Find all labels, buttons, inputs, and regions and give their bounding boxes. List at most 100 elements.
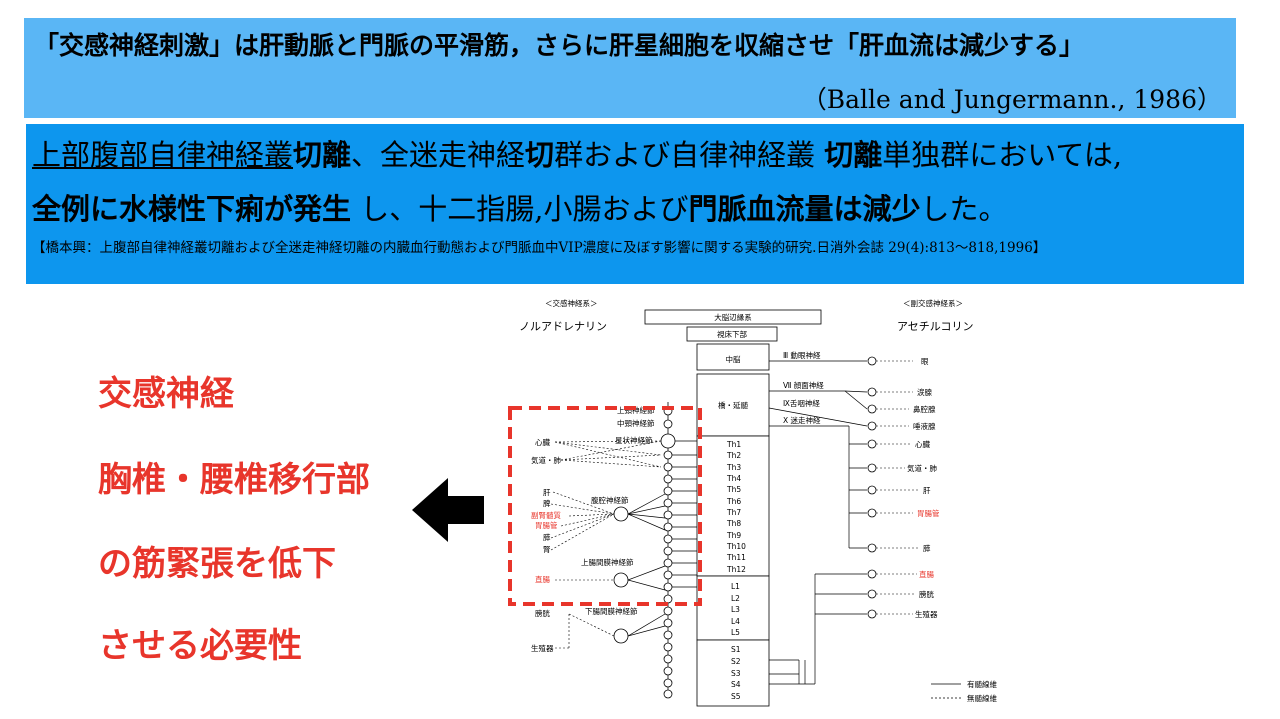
level-label: Th11 bbox=[726, 553, 746, 562]
chain-ganglion bbox=[660, 433, 676, 449]
legend-myelinated: 有髄線維 bbox=[967, 679, 997, 689]
bold-phrase: 切 bbox=[525, 138, 555, 172]
sacral-segment bbox=[696, 639, 770, 707]
para-target: 心臓 bbox=[915, 439, 930, 449]
level-label: S3 bbox=[731, 669, 741, 678]
postganglionic-fibers bbox=[545, 440, 662, 649]
banner2-reference: 【橋本興：上腹部自律神経叢切離および全迷走神経切離の内臓血行動態および門脈血中V… bbox=[32, 240, 1047, 256]
left-text-line-2: 胸椎・腰椎移行部 bbox=[98, 460, 370, 500]
left-text-line-3: の筋緊張を低下 bbox=[98, 544, 336, 584]
sym-target: 気道・肺 bbox=[531, 455, 561, 465]
chain-ganglion bbox=[663, 558, 673, 568]
top-banner-light bbox=[24, 18, 1236, 118]
bold-phrase: 門脈血流量は減少 bbox=[688, 192, 921, 226]
level-label: Th9 bbox=[726, 531, 741, 540]
chain-ganglion bbox=[663, 654, 673, 664]
para-target: 唾液腺 bbox=[913, 421, 936, 431]
level-label: L2 bbox=[731, 594, 740, 603]
level-label: S1 bbox=[731, 645, 741, 654]
banner1-statement: 「交感神経刺激」は肝動脈と門脈の平滑筋，さらに肝星細胞を収縮させ「肝血流は減少す… bbox=[34, 31, 1085, 60]
pons-box bbox=[696, 373, 770, 437]
cranial-nerve-label: Ⅹ 迷走神経 bbox=[783, 415, 821, 425]
chain-ganglion bbox=[663, 522, 673, 532]
ganglion-label: 中頸神経節 bbox=[617, 418, 655, 428]
thoracic-segment bbox=[696, 435, 770, 577]
sym-target: 脾 bbox=[543, 498, 551, 508]
chain-ganglion bbox=[663, 582, 673, 592]
level-label: L4 bbox=[731, 617, 740, 626]
banner2-line2: 全例に水様性下痢が発生 し、十二指腸,小腸および門脈血流量は減少した。 bbox=[32, 186, 1007, 228]
text-fragment: 群および自律神経叢 bbox=[554, 138, 825, 172]
highlight-region bbox=[508, 406, 702, 606]
bold-phrase: 切離 bbox=[293, 138, 352, 172]
level-label: Th12 bbox=[726, 565, 746, 574]
pons-label: 橋・延髄 bbox=[718, 400, 748, 410]
legend-unmyelinated: 無髄線維 bbox=[967, 693, 997, 703]
autonomic-nervous-system-diagram: ＜交感神経系＞ ノルアドレナリン ＜副交感神経系＞ アセチルコリン 大脳辺縁系 … bbox=[508, 298, 997, 707]
chain-ganglion bbox=[663, 642, 673, 652]
para-target: 涙腺 bbox=[917, 387, 932, 397]
level-label: S2 bbox=[731, 657, 741, 666]
chain-ganglion bbox=[663, 570, 673, 580]
sym-target: 副腎髄質 bbox=[531, 510, 561, 520]
left-text-line-1: 交感神経 bbox=[98, 374, 234, 414]
ganglion-label: 星状神経節 bbox=[615, 435, 653, 445]
spinal-connections bbox=[672, 440, 697, 588]
banner1-citation: （Balle and Jungermann., 1986） bbox=[801, 85, 1222, 114]
parasympathetic-fibers bbox=[768, 360, 868, 685]
level-label: Th10 bbox=[726, 542, 746, 551]
parasympathetic-ganglia bbox=[867, 356, 877, 619]
para-target: 鼻腔腺 bbox=[913, 404, 936, 414]
left-text-line-4: させる必要性 bbox=[98, 626, 302, 666]
chain-ganglion bbox=[663, 630, 673, 640]
collateral-fibers bbox=[627, 493, 666, 637]
chain-ganglia bbox=[660, 406, 676, 699]
ganglion-label: 上腸間膜神経節 bbox=[581, 557, 634, 567]
parasympathetic-header: ＜副交感神経系＞ bbox=[903, 298, 963, 308]
cranial-nerve-label: Ⅲ 動眼神経 bbox=[783, 350, 821, 360]
para-target: 気道・肺 bbox=[907, 463, 937, 473]
chain-ganglion bbox=[663, 534, 673, 544]
chain-ganglion bbox=[663, 689, 673, 699]
level-label: Th4 bbox=[726, 474, 741, 483]
thalamus-box bbox=[686, 326, 778, 342]
para-target: 肝 bbox=[923, 486, 931, 495]
lumbar-segment bbox=[696, 575, 770, 641]
level-label: Th2 bbox=[726, 451, 741, 460]
sym-target: 胃腸管 bbox=[535, 520, 558, 530]
level-label: L3 bbox=[731, 605, 740, 614]
chain-ganglion bbox=[663, 510, 673, 520]
para-target: 膵 bbox=[923, 543, 931, 553]
sympathetic-title: ノルアドレナリン bbox=[519, 320, 607, 333]
l-labels: L1 L2 L3 L4 L5 bbox=[731, 582, 740, 637]
midbrain-box bbox=[696, 343, 770, 371]
bold-phrase: 全例に水様性下痢が発生 bbox=[32, 192, 352, 226]
text-fragment: し、十二指腸,小腸および bbox=[351, 192, 689, 226]
th-labels: Th1 Th2 Th3 Th4 Th5 Th6 Th7 Th8 Th9 Th10… bbox=[726, 440, 746, 574]
level-label: L1 bbox=[731, 582, 740, 591]
sym-target: 生殖器 bbox=[531, 643, 554, 653]
limbic-label: 大脳辺縁系 bbox=[714, 312, 752, 322]
chain-ganglion bbox=[663, 606, 673, 616]
para-target: 眼 bbox=[921, 357, 929, 366]
chain-ganglion bbox=[663, 486, 673, 496]
para-target: 直腸 bbox=[919, 569, 934, 579]
chain-ganglion bbox=[663, 666, 673, 676]
parasympathetic-title: アセチルコリン bbox=[897, 320, 974, 333]
s-labels: S1 S2 S3 S4 S5 bbox=[731, 645, 741, 701]
superior-mesenteric-ganglion bbox=[613, 572, 629, 588]
chain-ganglion bbox=[663, 594, 673, 604]
chain-ganglion bbox=[663, 462, 673, 472]
level-label: Th6 bbox=[726, 497, 741, 506]
text-fragment: 、全迷走神経 bbox=[351, 138, 526, 172]
level-label: Th5 bbox=[726, 485, 741, 494]
sym-target: 腎 bbox=[543, 545, 551, 554]
chain-ganglion bbox=[663, 546, 673, 556]
midbrain-label: 中脳 bbox=[726, 354, 741, 364]
level-label: Th7 bbox=[726, 508, 741, 517]
level-label: Th1 bbox=[726, 440, 741, 449]
banner2-line1: 上部腹部自律神経叢切離、全迷走神経切群および自律神経叢 切離単独群においては, bbox=[32, 132, 1122, 174]
inferior-mesenteric-ganglion bbox=[613, 628, 629, 644]
level-label: Th8 bbox=[726, 519, 741, 528]
sympathetic-header: ＜交感神経系＞ bbox=[545, 298, 598, 308]
